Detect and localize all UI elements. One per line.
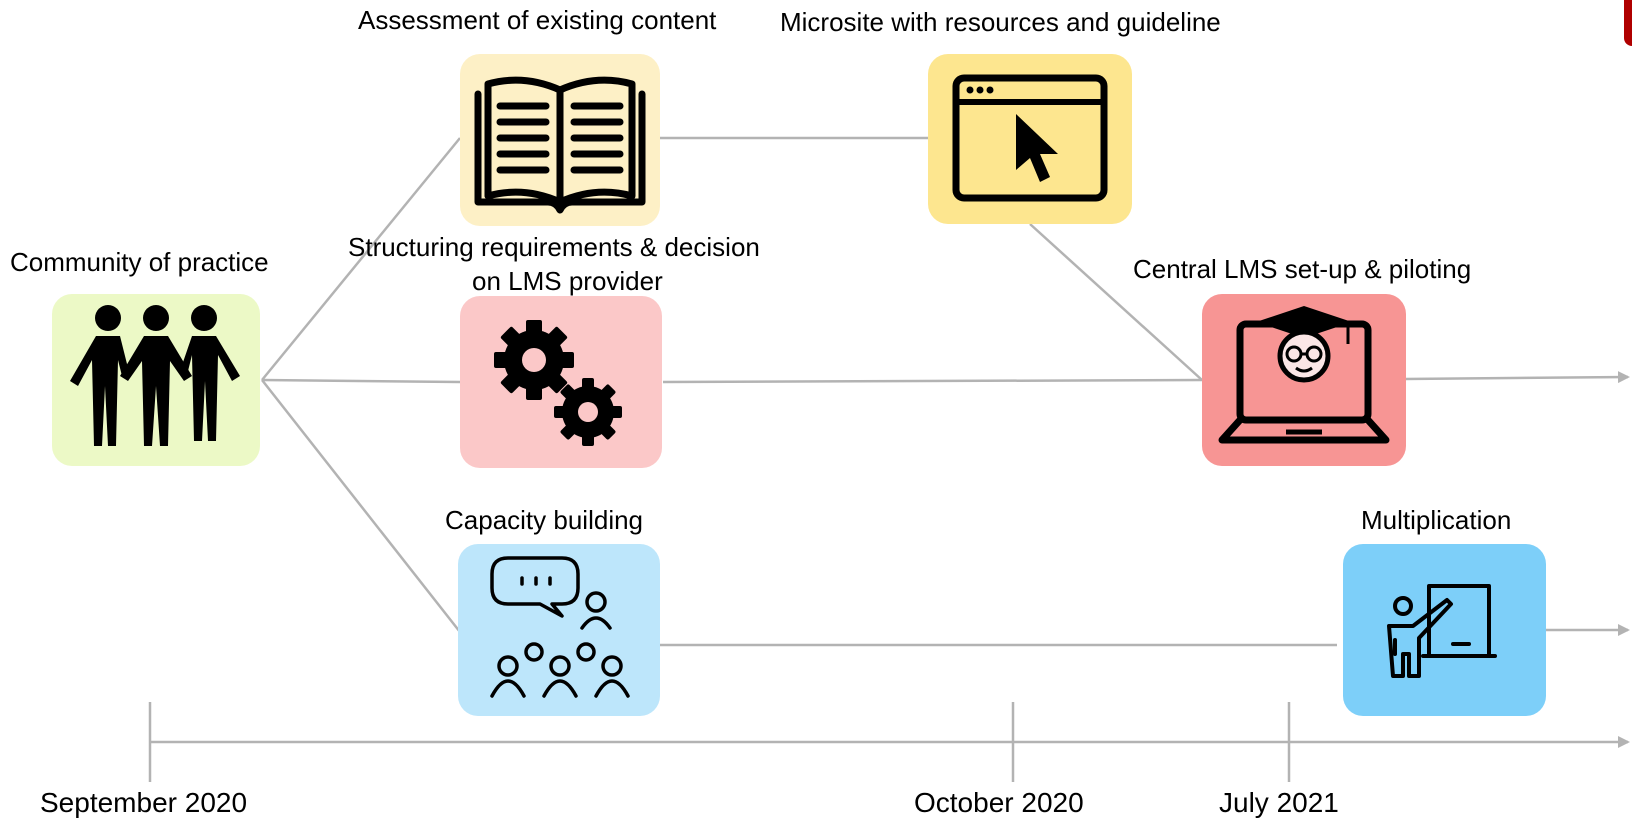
date-october-2020: October 2020 bbox=[914, 787, 1084, 818]
multiplication-tile bbox=[1343, 544, 1546, 716]
connector-community-structuring bbox=[261, 378, 461, 384]
community-label: Community of practice bbox=[10, 247, 269, 277]
group-of-people-icon bbox=[70, 305, 240, 446]
connector-lms-arrow bbox=[1404, 371, 1630, 384]
community-tile bbox=[52, 294, 260, 466]
group-discussion-icon bbox=[490, 556, 630, 698]
microsite-label: Microsite with resources and guideline bbox=[780, 7, 1221, 37]
assessment-tile bbox=[460, 54, 660, 226]
lms-label: Central LMS set-up & piloting bbox=[1133, 254, 1472, 284]
lms-tile bbox=[1202, 294, 1406, 466]
gears-icon bbox=[494, 320, 622, 446]
structuring-tile bbox=[460, 296, 662, 468]
microsite-tile bbox=[928, 54, 1132, 224]
teacher-board-icon bbox=[1387, 584, 1497, 678]
structuring-label-line2: on LMS provider bbox=[472, 266, 663, 296]
laptop-graduate-icon bbox=[1218, 306, 1390, 444]
structuring-label-line1: Structuring requirements & decision bbox=[348, 232, 760, 262]
multiplication-label: Multiplication bbox=[1361, 505, 1512, 535]
capacity-label: Capacity building bbox=[445, 505, 644, 535]
connector-microsite-lms bbox=[1029, 223, 1203, 381]
capacity-tile bbox=[458, 544, 660, 716]
date-july-2021: July 2021 bbox=[1219, 787, 1339, 818]
corner-accent-mark bbox=[1624, 0, 1632, 46]
connector-community-capacity bbox=[261, 379, 461, 633]
open-book-icon bbox=[474, 76, 646, 214]
date-september-2020: September 2020 bbox=[40, 787, 248, 818]
browser-cursor-icon bbox=[952, 74, 1108, 202]
connector-community-assessment bbox=[261, 137, 461, 381]
assessment-label: Assessment of existing content bbox=[358, 5, 717, 35]
connector-structuring-lms bbox=[662, 378, 1203, 384]
